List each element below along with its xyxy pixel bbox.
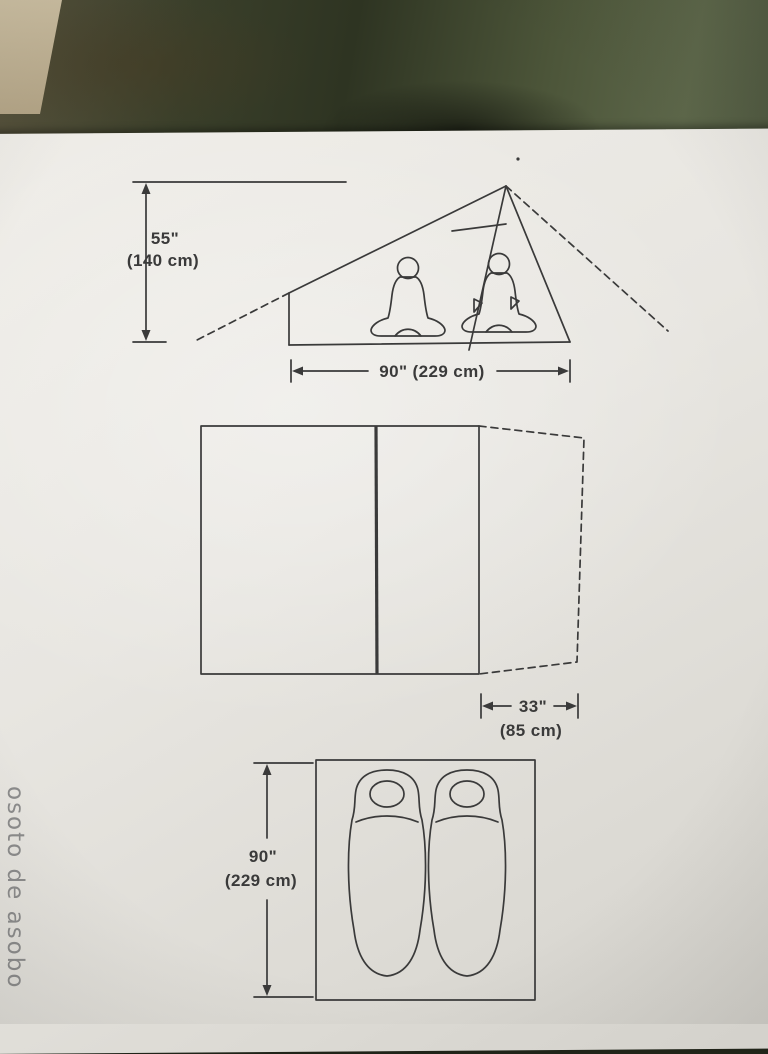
height-dimension: 55" (140 cm) (127, 181, 347, 343)
floor-divider (374, 425, 379, 675)
tent-outline (196, 157, 669, 351)
sleeping-bag-icon (347, 769, 427, 977)
vestibule-label-in: 33" (519, 697, 547, 716)
height-label-cm: (140 cm) (127, 251, 199, 270)
floor-plan-diagram: 33" (85 cm) (200, 425, 585, 740)
front-view-diagram: 55" (140 cm) 90" (229 cm) (127, 157, 669, 383)
right-guyline (505, 185, 669, 332)
length-dimension: 90" (229 cm) (225, 762, 314, 998)
seated-person-icon (461, 252, 537, 333)
vent-line (451, 223, 507, 232)
front-pole-line (468, 185, 507, 351)
small-mark (473, 298, 483, 313)
vestibule-dimension: 33" (85 cm) (480, 693, 579, 740)
length-label-cm: (229 cm) (225, 871, 297, 890)
width-label: 90" (229 cm) (379, 362, 484, 381)
height-label-in: 55" (151, 229, 179, 248)
tent-spec-diagram: 55" (140 cm) 90" (229 cm) (127, 157, 669, 1001)
width-dimension: 90" (229 cm) (290, 359, 571, 383)
speck (516, 157, 520, 161)
vestibule-outline (478, 425, 585, 675)
small-mark (510, 296, 520, 310)
floor-rect (200, 425, 480, 675)
seated-person-icon (370, 256, 446, 337)
watermark-text: osoto de asobo (2, 786, 28, 990)
top-view-diagram: 90" (229 cm) (225, 759, 536, 1001)
sleeping-bag-icon (427, 769, 507, 977)
footprint-rect (315, 759, 536, 1001)
length-label-in: 90" (249, 847, 277, 866)
vestibule-label-cm: (85 cm) (500, 721, 562, 740)
left-guyline (196, 292, 290, 341)
